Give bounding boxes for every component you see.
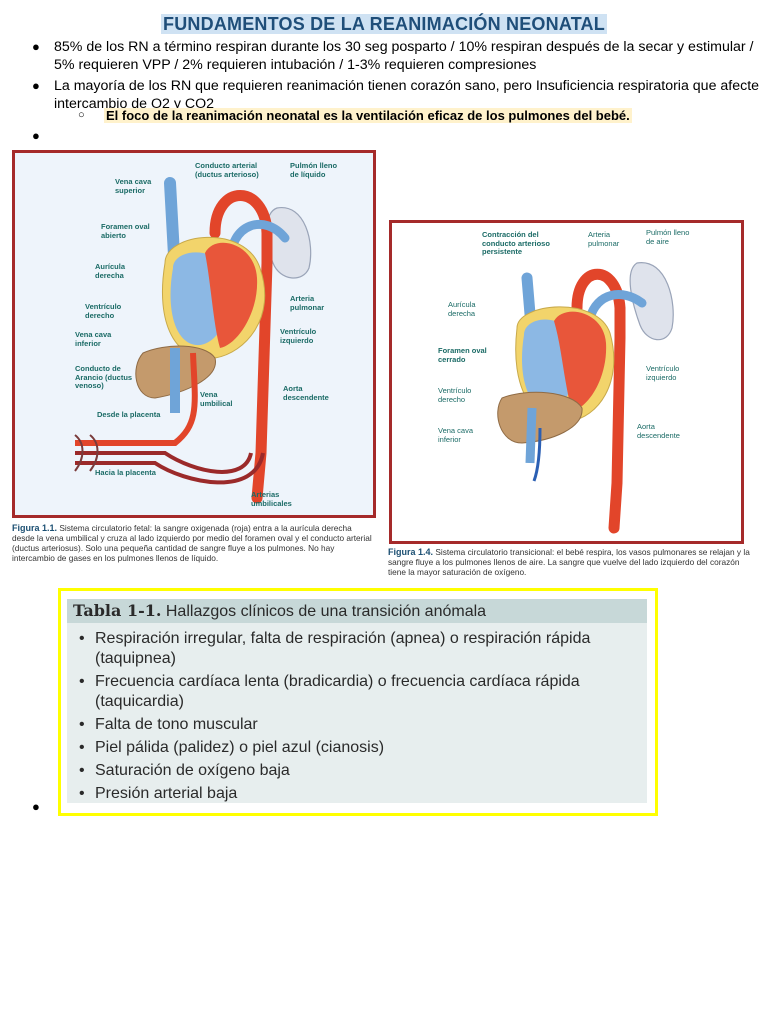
- item-text: Respiración irregular, falta de respirac…: [95, 630, 591, 667]
- empty-bullet-icon: ●: [32, 799, 40, 814]
- list-item: • Frecuencia cardíaca lenta (bradicardia)…: [75, 672, 635, 712]
- label-arteria-pulmonar: Arteria pulmonar: [290, 294, 325, 312]
- label-conducto-arterial: Conducto arterial (ductus arterioso): [195, 161, 259, 179]
- bullet-icon: •: [79, 630, 85, 647]
- table-rows: • Respiración irregular, falta de respira…: [75, 629, 635, 807]
- fetal-heart-illustration: [15, 153, 373, 515]
- label-vena-cava-superior: Vena cava superior: [115, 177, 152, 195]
- figure2-caption: Figura 1.4. Sistema circulatorio transic…: [388, 547, 758, 577]
- table-header: Tabla 1-1. Hallazgos clínicos de una tra…: [67, 599, 647, 623]
- label-foramen-oval: Foramen oval abierto: [101, 222, 150, 240]
- list-item: • Falta de tono muscular: [75, 715, 635, 735]
- page-title: FUNDAMENTOS DE LA REANIMACIÓN NEONATAL: [161, 14, 607, 34]
- list-item: • Presión arterial baja: [75, 784, 635, 804]
- transitional-heart-illustration: [392, 223, 741, 541]
- page-title-wrap: FUNDAMENTOS DE LA REANIMACIÓN NEONATAL: [0, 14, 768, 35]
- label-ventriculo-izquierdo-2: Ventrículo izquierdo: [646, 364, 680, 382]
- figure-transitional-circulation: Contracción del conducto arterioso persi…: [389, 220, 744, 544]
- bullet-icon: ●: [32, 39, 40, 54]
- bullet-icon: •: [79, 673, 85, 690]
- bullet-icon: ●: [32, 78, 40, 93]
- label-ventriculo-derecho: Ventrículo derecho: [85, 302, 122, 320]
- label-aorta-descendente-2: Aorta descendente: [637, 422, 680, 440]
- table-label: Tabla 1-1.: [73, 601, 162, 620]
- label-hacia-placenta: Hacia la placenta: [95, 468, 156, 477]
- list-item: ● 85% de los RN a término respiran duran…: [30, 38, 760, 74]
- label-auricula-derecha: Aurícula derecha: [95, 262, 126, 280]
- circle-bullet-icon: ○: [78, 109, 85, 121]
- label-vena-cava-inferior-2: Vena cava inferior: [438, 426, 474, 444]
- table-body: Tabla 1-1. Hallazgos clínicos de una tra…: [67, 599, 647, 803]
- figure1-caption-label: Figura 1.1.: [12, 523, 58, 533]
- bullet-text: La mayoría de los RN que requieren reani…: [54, 78, 760, 112]
- label-desde-placenta: Desde la placenta: [97, 410, 161, 419]
- item-text: Presión arterial baja: [95, 785, 238, 802]
- sub-bullet-text: El foco de la reanimación neonatal es la…: [104, 108, 632, 123]
- label-contraccion-conducto: Contracción del conducto arterioso persi…: [482, 230, 550, 256]
- list-item: • Piel pálida (palidez) o piel azul (cian…: [75, 738, 635, 758]
- empty-bullet-icon: ●: [32, 128, 40, 143]
- figure-fetal-circulation: Conducto arterial (ductus arterioso) Pul…: [12, 150, 376, 518]
- bullet-icon: •: [79, 762, 85, 779]
- item-text: Saturación de oxígeno baja: [95, 762, 290, 779]
- bullet-icon: •: [79, 739, 85, 756]
- label-pulmon: Pulmón lleno de líquido: [290, 161, 338, 179]
- label-ventriculo-derecho-2: Ventrículo derecho: [438, 386, 472, 404]
- bullet-icon: •: [79, 716, 85, 733]
- label-conducto-arancio: Conducto de Arancio (ductus venoso): [75, 364, 133, 390]
- figure2-caption-text: Sistema circulatorio transicional: el be…: [388, 547, 750, 577]
- list-item: • Saturación de oxígeno baja: [75, 761, 635, 781]
- bullet-list: ● 85% de los RN a término respiran duran…: [30, 38, 760, 116]
- figure1-caption-text: Sistema circulatorio fetal: la sangre ox…: [12, 523, 372, 563]
- item-text: Frecuencia cardíaca lenta (bradicardia) …: [95, 673, 580, 710]
- label-aorta-descendente: Aorta descendente: [283, 384, 329, 402]
- figure2-caption-label: Figura 1.4.: [388, 547, 434, 557]
- sub-bullet: ○ El foco de la reanimación neonatal es …: [78, 108, 632, 123]
- table-title: Hallazgos clínicos de una transición anó…: [165, 603, 487, 620]
- figure1-caption: Figura 1.1. Sistema circulatorio fetal: …: [12, 523, 372, 563]
- label-arteria-pulmonar-2: Arteria pulmonar: [588, 230, 620, 248]
- label-arterias-umbilicales: Arterias umbilicales: [251, 490, 292, 508]
- label-ventriculo-izquierdo: Ventrículo izquierdo: [280, 327, 317, 345]
- bullet-text: 85% de los RN a término respiran durante…: [54, 39, 754, 73]
- item-text: Falta de tono muscular: [95, 716, 258, 733]
- label-auricula-derecha-2: Aurícula derecha: [448, 300, 476, 318]
- label-vena-umbilical: Vena umbilical: [200, 390, 233, 408]
- label-pulmon-aire: Pulmón lleno de aire: [646, 228, 690, 246]
- bullet-icon: •: [79, 785, 85, 802]
- table-hallazgos: Tabla 1-1. Hallazgos clínicos de una tra…: [58, 588, 658, 816]
- label-foramen-cerrado: Foramen oval cerrado: [438, 346, 487, 364]
- list-item: • Respiración irregular, falta de respira…: [75, 629, 635, 669]
- label-vena-cava-inferior: Vena cava inferior: [75, 330, 112, 348]
- item-text: Piel pálida (palidez) o piel azul (ciano…: [95, 739, 385, 756]
